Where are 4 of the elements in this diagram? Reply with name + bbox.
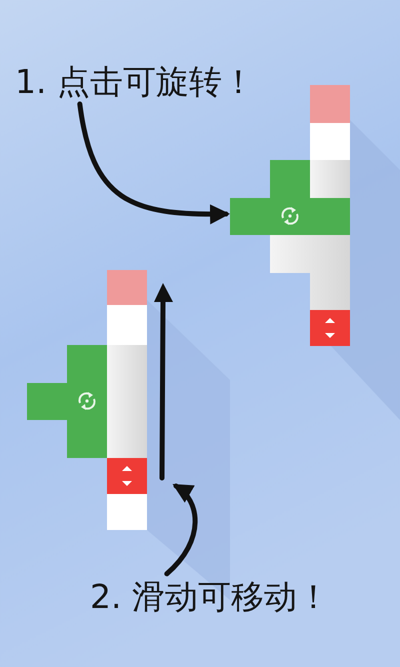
instruction-text: 2. 滑动可移动！	[90, 577, 330, 617]
curved-arrow	[164, 484, 198, 576]
instruction-text: 1. 点击可旋转！	[15, 62, 255, 102]
curved-arrow	[77, 102, 230, 224]
